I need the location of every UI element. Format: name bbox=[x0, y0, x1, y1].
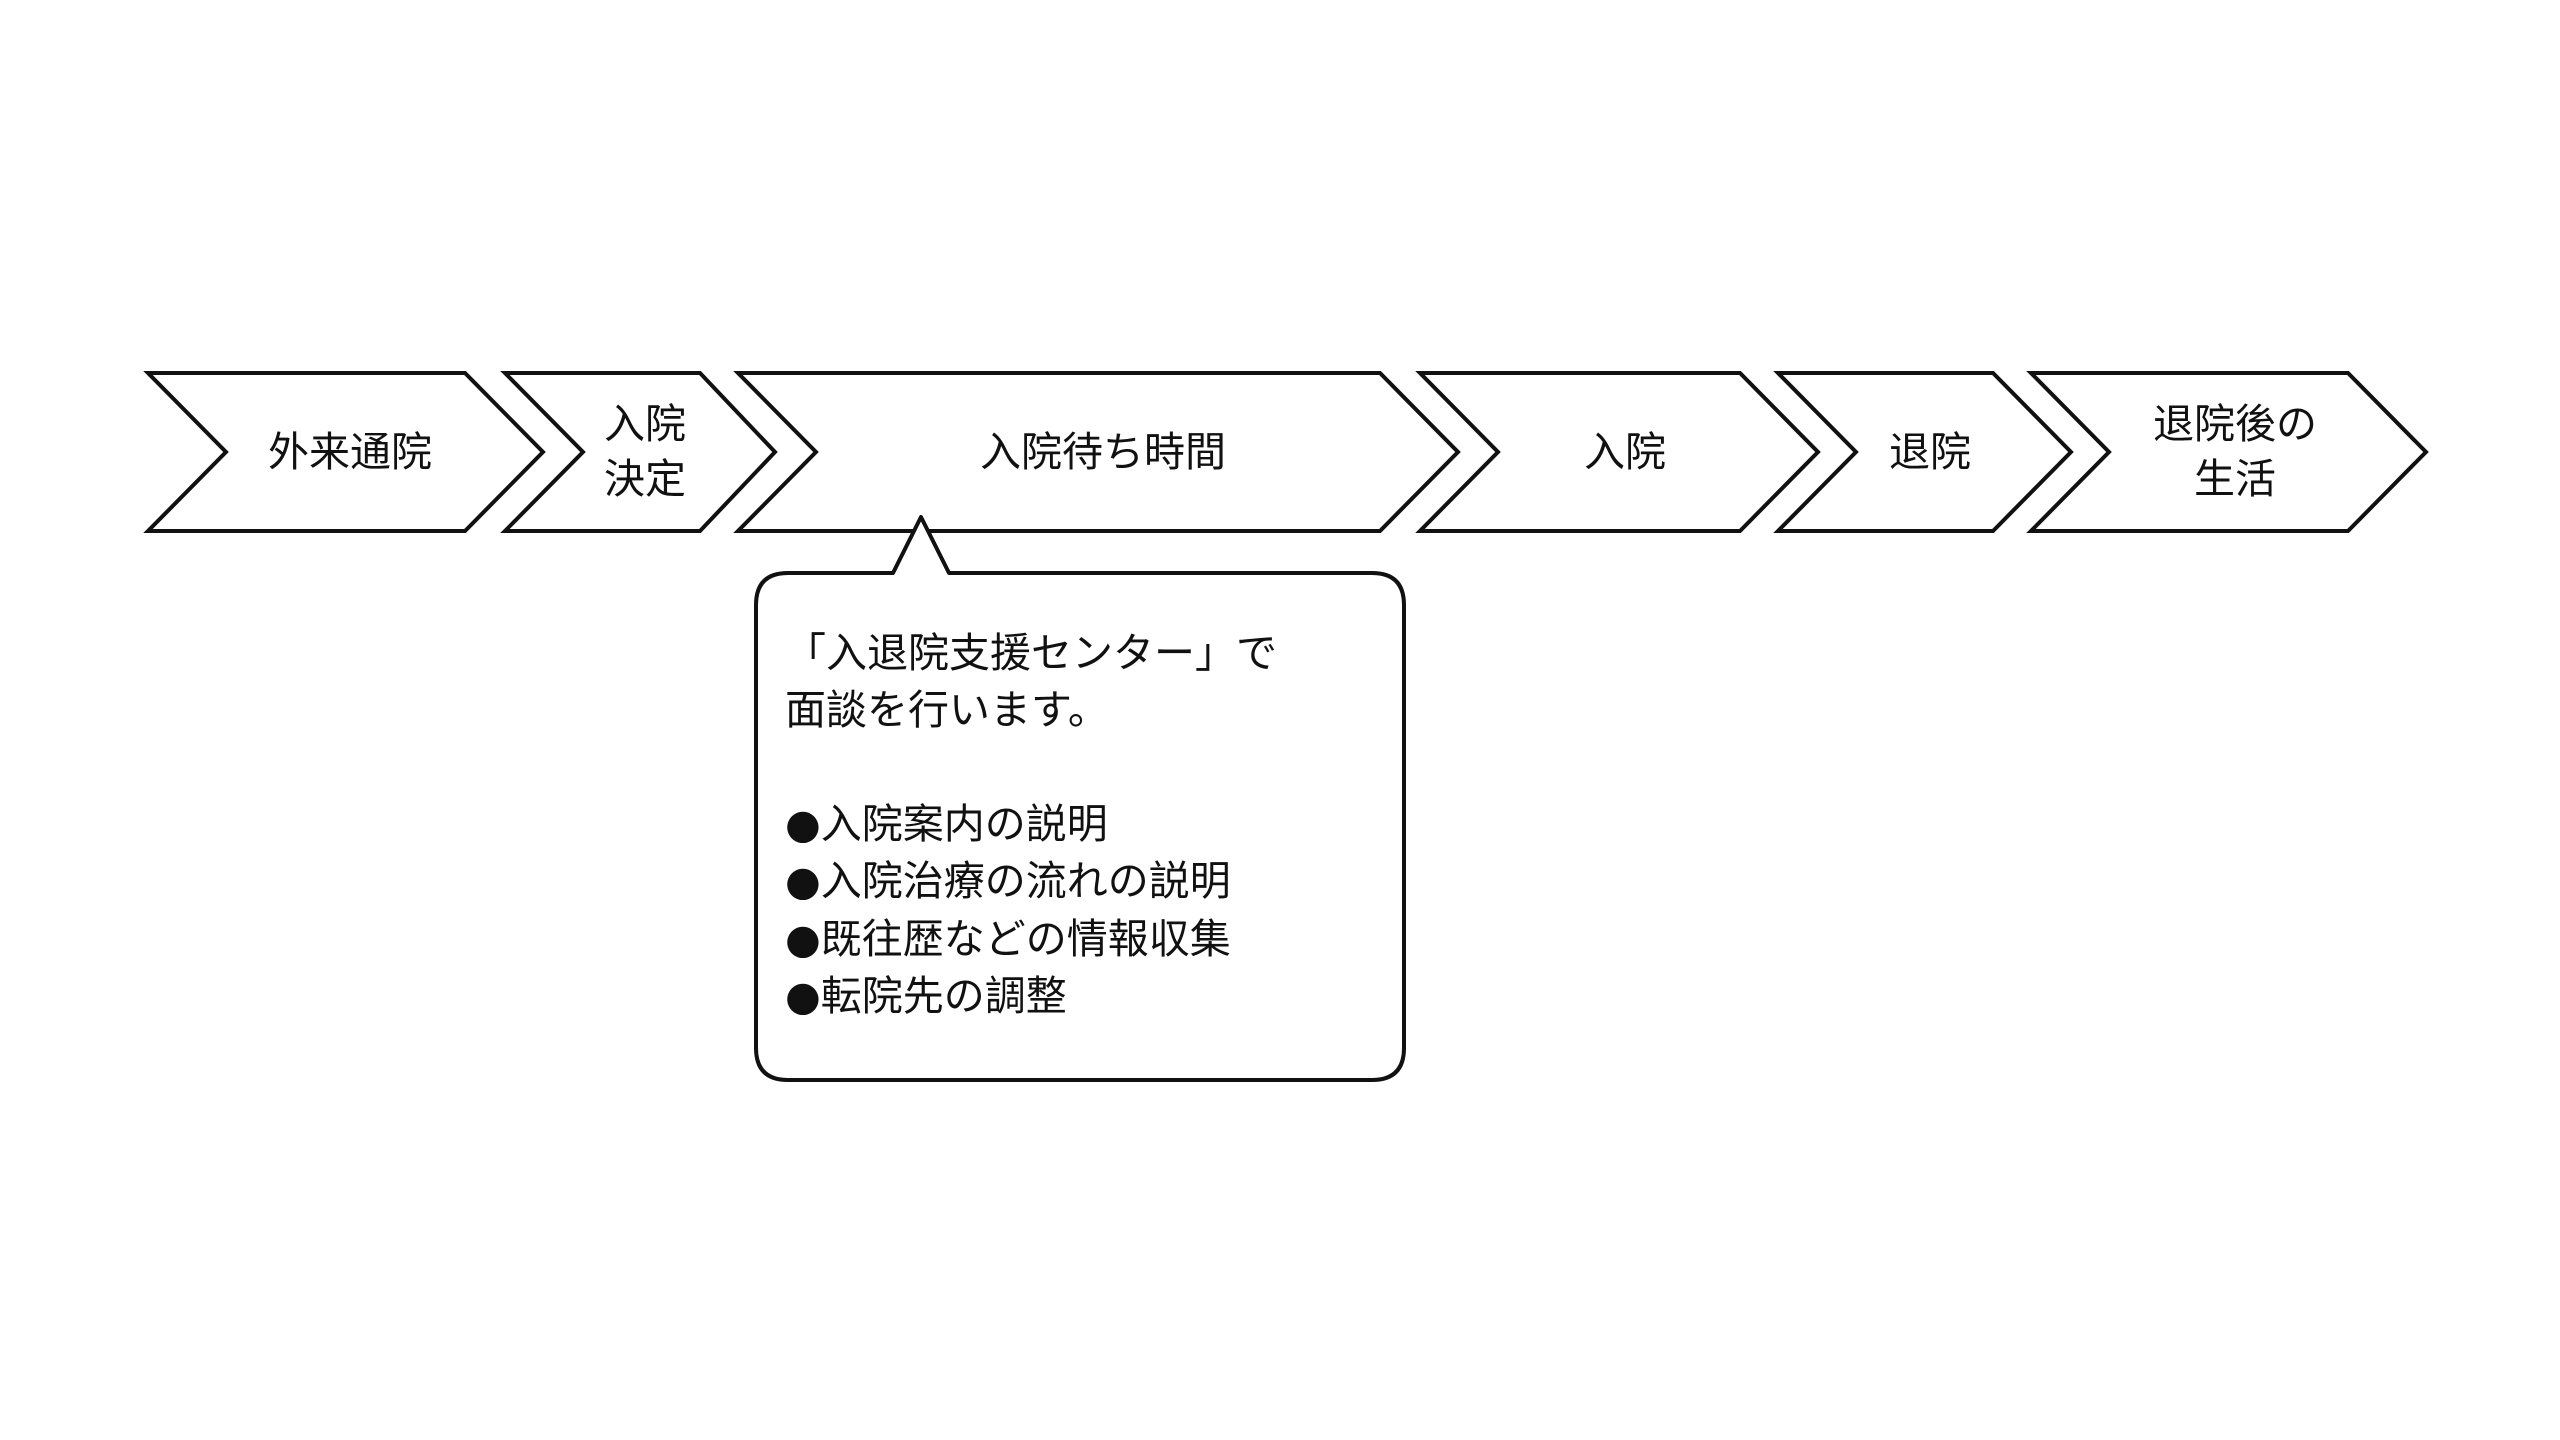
callout-intro-line2: 面談を行います。 bbox=[785, 686, 1109, 734]
step-nyuin-machi-jikan-label: 入院待ち時間 bbox=[980, 428, 1226, 476]
callout-intro-line1: 「入退院支援センター」で bbox=[785, 629, 1277, 677]
step-nyuin-label: 入院 bbox=[1584, 428, 1666, 476]
step-nyuin-kettei-label-line2: 決定 bbox=[604, 455, 686, 503]
step-taiin-go-seikatsu-label-line1: 退院後の bbox=[2153, 400, 2317, 448]
step-taiin: 退院 bbox=[1773, 371, 2074, 533]
step-nyuin-machi-jikan-chevron bbox=[733, 371, 1461, 533]
step-taiin-go-seikatsu-chevron bbox=[2026, 371, 2429, 533]
step-nyuin: 入院 bbox=[1415, 371, 1821, 533]
step-taiin-label: 退院 bbox=[1889, 428, 1971, 476]
step-nyuin-chevron bbox=[1415, 371, 1821, 533]
step-taiin-go-seikatsu: 退院後の 生活 bbox=[2026, 371, 2429, 533]
step-gairai-tsuin-chevron bbox=[143, 371, 546, 533]
step-taiin-go-seikatsu-label-line2: 生活 bbox=[2194, 455, 2276, 503]
callout-bubble-shape bbox=[754, 515, 1406, 1082]
callout-bullet-nyuin-annai: ●入院案内の説明 bbox=[785, 800, 1108, 848]
callout-bubble: 「入退院支援センター」で 面談を行います。 ●入院案内の説明 ●入院治療の流れの… bbox=[754, 515, 1406, 1082]
step-gairai-tsuin-label: 外来通院 bbox=[268, 428, 432, 476]
step-nyuin-machi-jikan: 入院待ち時間 bbox=[733, 371, 1461, 533]
step-taiin-chevron bbox=[1773, 371, 2074, 533]
step-nyuin-kettei-chevron bbox=[500, 371, 778, 533]
callout-bullet-kiorekki: ●既往歴などの情報収集 bbox=[785, 915, 1231, 963]
step-nyuin-kettei-label-line1: 入院 bbox=[604, 400, 686, 448]
step-gairai-tsuin: 外来通院 bbox=[143, 371, 546, 533]
callout-bullet-chiryo-nagare: ●入院治療の流れの説明 bbox=[785, 857, 1231, 905]
step-nyuin-kettei: 入院 決定 bbox=[500, 371, 778, 533]
callout-bullet-tenin-chosei: ●転院先の調整 bbox=[785, 972, 1067, 1020]
